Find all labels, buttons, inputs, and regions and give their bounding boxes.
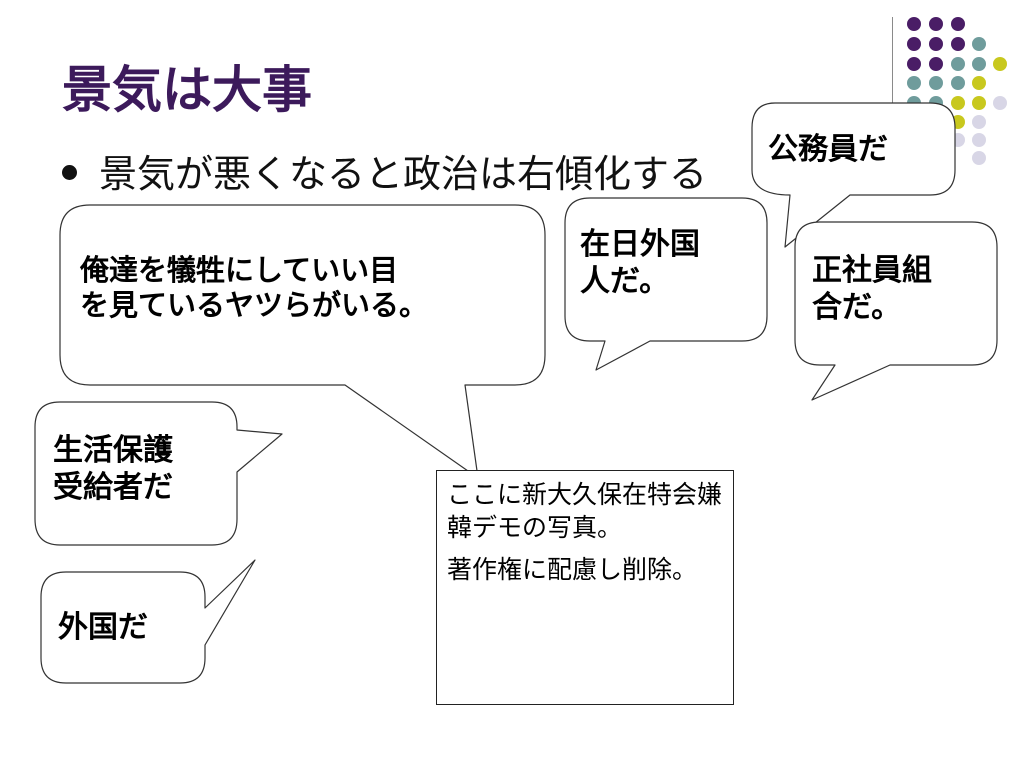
note-paragraph-1: ここに新大久保在特会嫌韓デモの写真。 — [447, 480, 723, 542]
dot-purple — [907, 57, 921, 71]
seishain-bubble-text: 正社員組 合だ。 — [812, 253, 932, 326]
zainichi-bubble-line2: 人だ。 — [580, 263, 670, 299]
gaikoku-bubble-text: 外国だ — [58, 610, 148, 647]
seikatsu-bubble-line1: 生活保護 — [53, 433, 173, 468]
dot-teal — [972, 37, 986, 51]
dot-purple — [929, 57, 943, 71]
zainichi-bubble-line1: 在日外国 — [580, 227, 700, 262]
photo-placeholder-note: ここに新大久保在特会嫌韓デモの写真。 著作権に配慮し削除。 — [436, 470, 734, 705]
dot-teal — [907, 76, 921, 90]
main-bubble-line2: を見ているヤツらがいる。 — [80, 288, 429, 323]
slide-title: 景気は大事 — [62, 61, 312, 119]
gaikoku-bubble-shape — [40, 559, 256, 684]
dot-yellow — [993, 57, 1007, 71]
seikatsu-bubble-text: 生活保護 受給者だ — [53, 433, 173, 506]
dot-purple — [951, 37, 965, 51]
dot-teal — [951, 76, 965, 90]
seikatsu-bubble-line2: 受給者だ — [53, 469, 173, 505]
main-bubble-line1: 俺達を犠牲にしていい目 — [80, 253, 399, 287]
main-bubble-text: 俺達を犠牲にしていい目 を見ているヤツらがいる。 — [80, 253, 428, 324]
gaikoku-bubble-line1: 外国だ — [58, 610, 148, 645]
bullet-text: 景気が悪くなると政治は右傾化する — [99, 152, 708, 196]
dot-purple — [951, 17, 965, 31]
seikatsu-bubble-shape — [34, 401, 283, 546]
dot-teal — [972, 57, 986, 71]
dot-teal — [951, 57, 965, 71]
main-bubble-shape — [59, 204, 546, 479]
bullet-item: 景気が悪くなると政治は右傾化する — [62, 152, 707, 198]
dot-yellow — [972, 96, 986, 110]
dot-purple — [907, 17, 921, 31]
bullet-dot-icon — [62, 165, 77, 180]
dot-lavender — [972, 115, 986, 129]
dot-purple — [907, 37, 921, 51]
koumuin-bubble-text: 公務員だ — [768, 132, 888, 169]
dot-lavender — [972, 151, 986, 165]
note-paragraph-2: 著作権に配慮し削除。 — [447, 555, 698, 584]
dot-lavender — [993, 96, 1007, 110]
dot-purple — [929, 37, 943, 51]
seishain-bubble-shape — [794, 221, 998, 401]
koumuin-bubble-shape — [751, 102, 956, 248]
dot-purple — [929, 17, 943, 31]
dot-yellow — [951, 96, 965, 110]
seishain-bubble-line1: 正社員組 — [812, 253, 932, 288]
dot-yellow — [972, 76, 986, 90]
dot-lavender — [972, 133, 986, 147]
zainichi-bubble-text: 在日外国 人だ。 — [580, 227, 700, 300]
zainichi-bubble-shape — [564, 197, 768, 371]
koumuin-bubble-line1: 公務員だ — [768, 132, 888, 167]
dot-teal — [929, 76, 943, 90]
vertical-divider — [892, 17, 893, 137]
seishain-bubble-line2: 合だ。 — [812, 289, 902, 325]
